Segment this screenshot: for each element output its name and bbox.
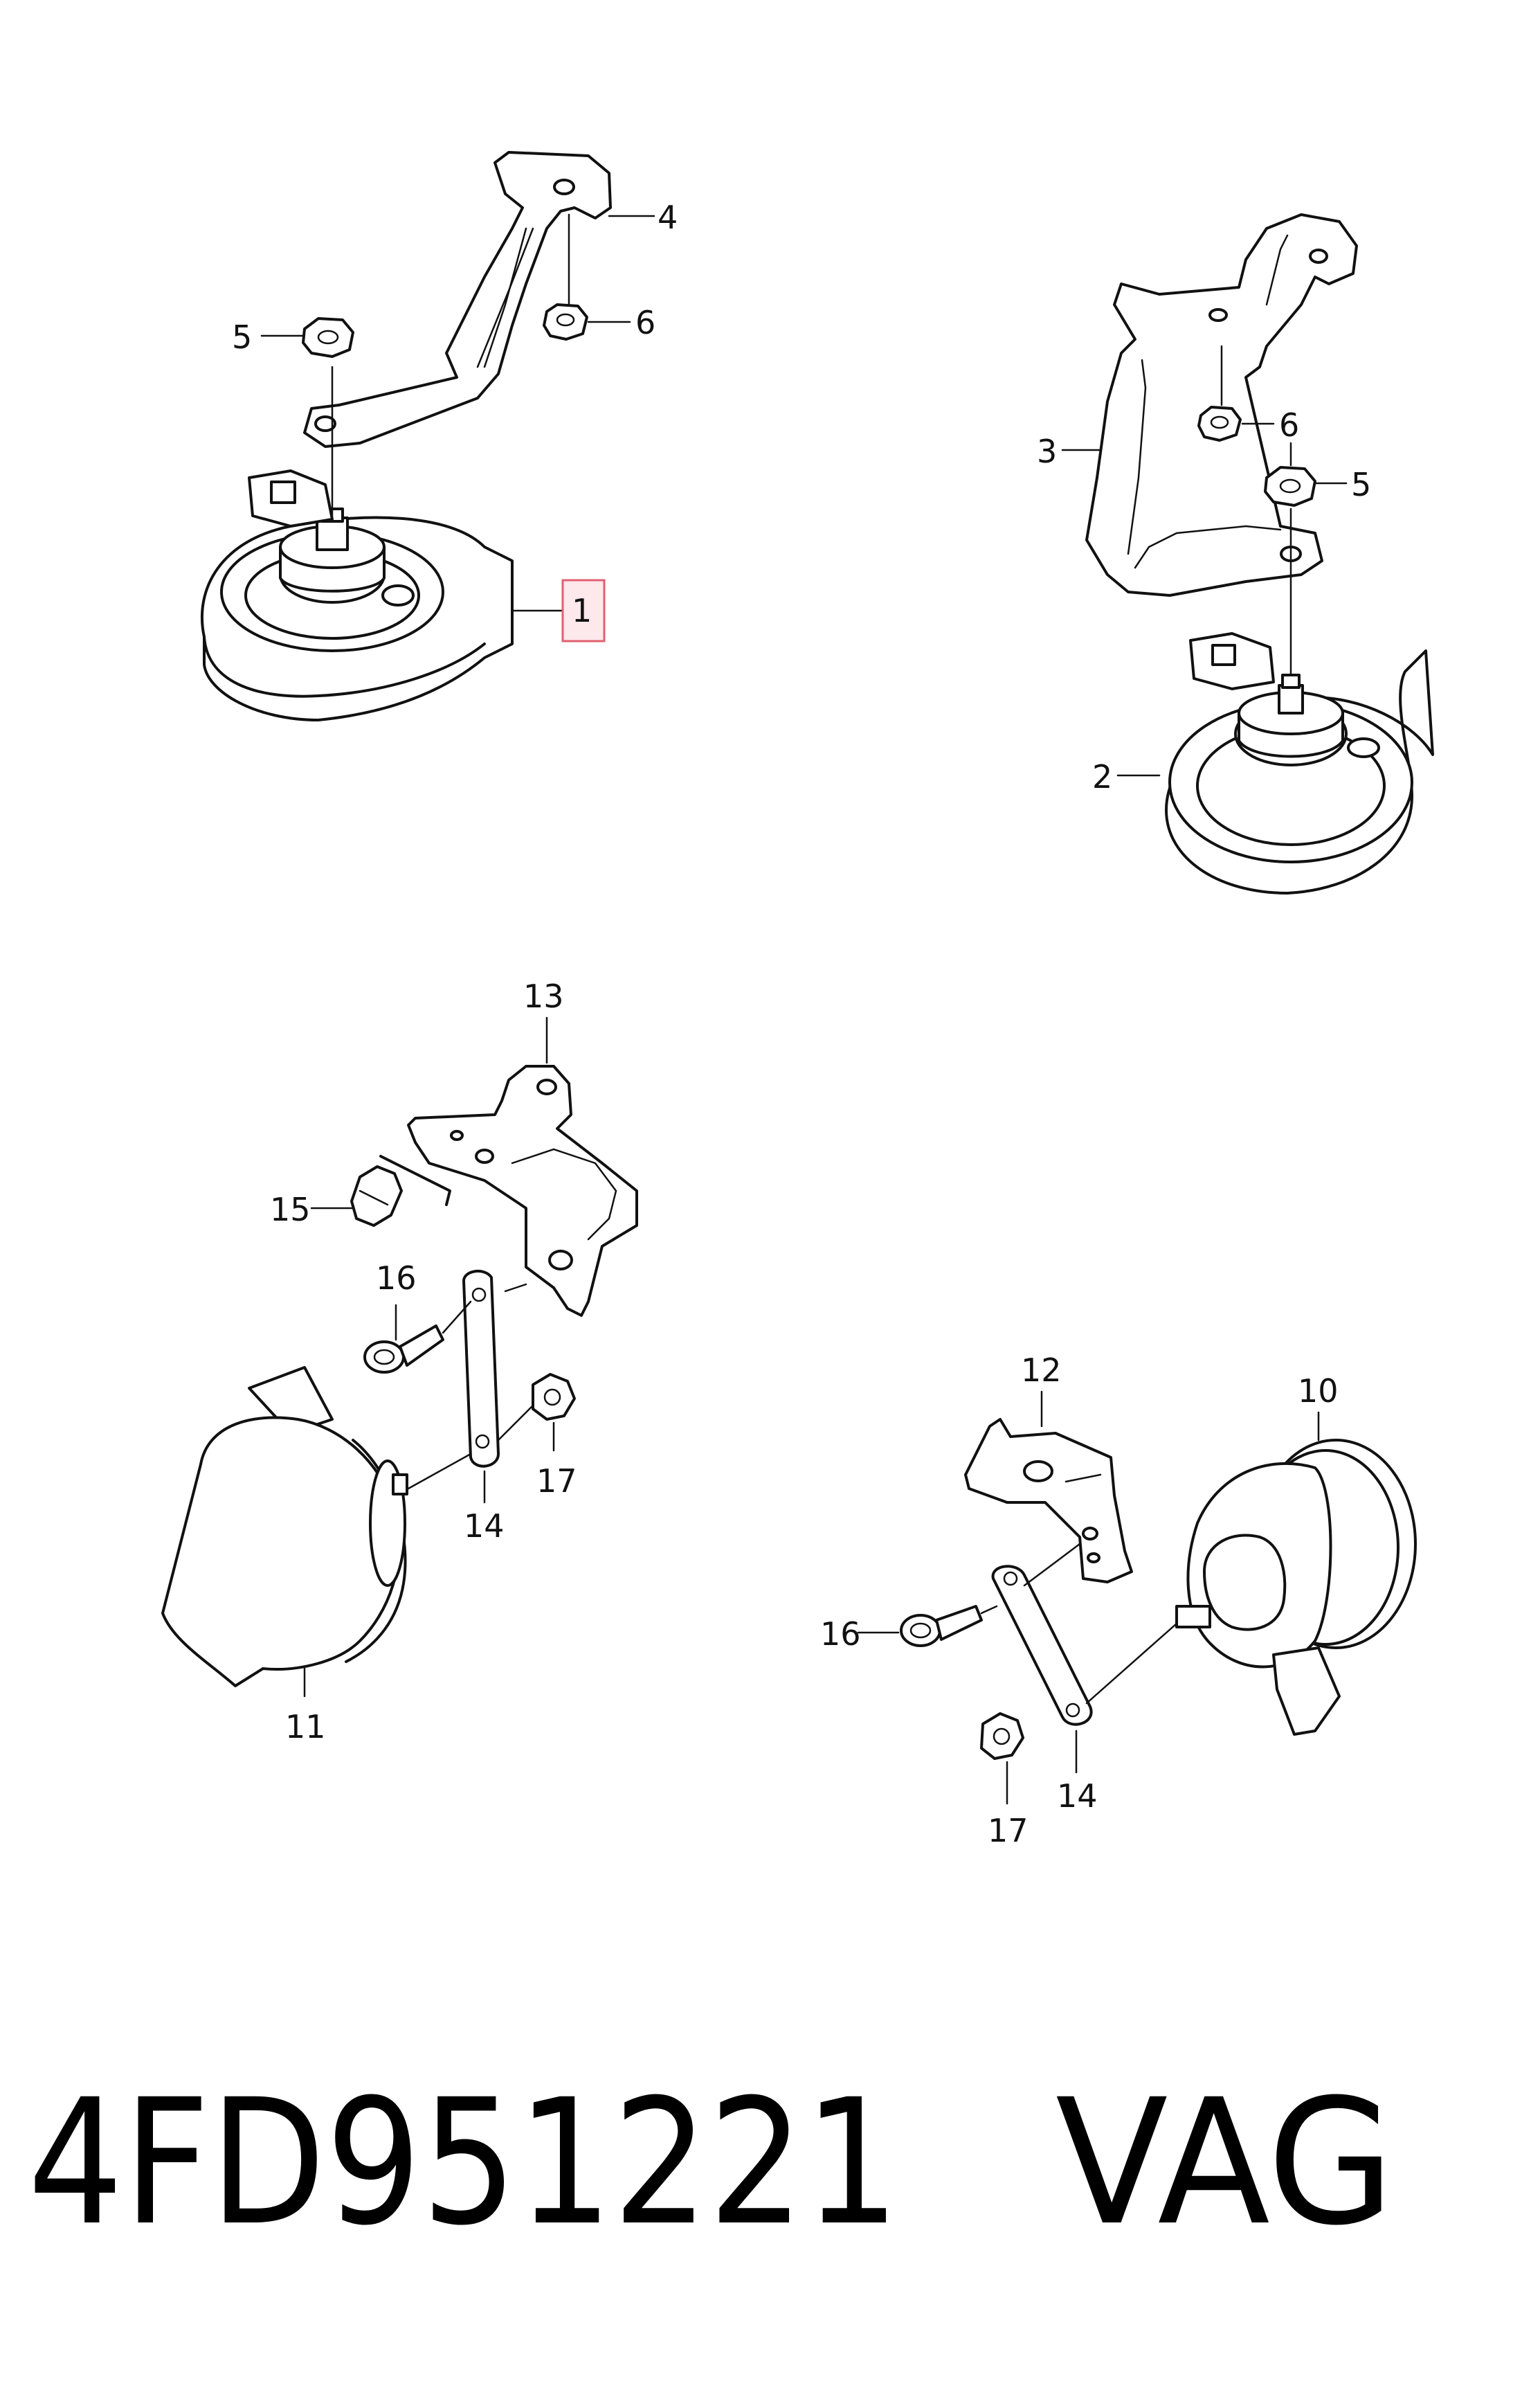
horn-11 <box>161 1366 408 1687</box>
callout-15: 15 <box>270 1191 311 1228</box>
nut-6-top-left <box>543 303 588 341</box>
bracket-13 <box>407 1065 638 1317</box>
bracket-4 <box>303 151 612 448</box>
horn-2 <box>1165 632 1434 895</box>
callout-labels: 4 5 6 1 3 6 5 2 13 15 16 14 17 11 12 10 … <box>232 199 1371 1849</box>
callout-17: 17 <box>536 1462 577 1500</box>
strap-14-middle-left <box>462 1270 500 1468</box>
clip-15 <box>350 1155 451 1227</box>
callout-2: 2 <box>1092 758 1112 796</box>
bolt-16-middle-left <box>363 1324 444 1374</box>
horn-assembly-top-right <box>1085 213 1434 895</box>
callout-5: 5 <box>232 318 252 356</box>
callout-14: 14 <box>464 1507 505 1545</box>
callout-5: 5 <box>1351 466 1371 503</box>
horn-1 <box>200 469 514 721</box>
callout-16: 16 <box>820 1615 861 1653</box>
nut-6-top-right <box>1197 406 1242 442</box>
callout-6: 6 <box>635 304 655 341</box>
callout-16: 16 <box>376 1259 417 1297</box>
horn-assembly-middle-left <box>161 1065 638 1687</box>
brand-name: VAG <box>1056 2062 1395 2263</box>
callout-13: 13 <box>523 978 564 1015</box>
nut-5-top-right <box>1264 466 1316 507</box>
bracket-12 <box>964 1418 1133 1583</box>
nut-5-top-left <box>302 317 354 358</box>
nut-17-middle-left <box>532 1373 576 1421</box>
horn-assembly-top-left <box>200 151 612 721</box>
callout-10: 10 <box>1298 1372 1339 1410</box>
callout-11: 11 <box>285 1708 326 1745</box>
callout-6: 6 <box>1279 406 1299 444</box>
strap-14-middle-right <box>991 1565 1093 1726</box>
callout-1: 1 <box>572 592 592 629</box>
horn-10 <box>1175 1439 1417 1736</box>
callout-3: 3 <box>1037 433 1057 470</box>
part-number: 4FD951221 <box>28 2062 900 2263</box>
horn-assembly-middle-right <box>900 1418 1417 1760</box>
callout-14: 14 <box>1057 1777 1098 1815</box>
nut-17-middle-right <box>980 1712 1024 1760</box>
bolt-16-middle-right <box>900 1605 983 1647</box>
highlight-box-1 <box>561 579 606 643</box>
callout-12: 12 <box>1021 1351 1062 1389</box>
callout-17: 17 <box>988 1812 1029 1849</box>
callout-4: 4 <box>658 199 678 236</box>
